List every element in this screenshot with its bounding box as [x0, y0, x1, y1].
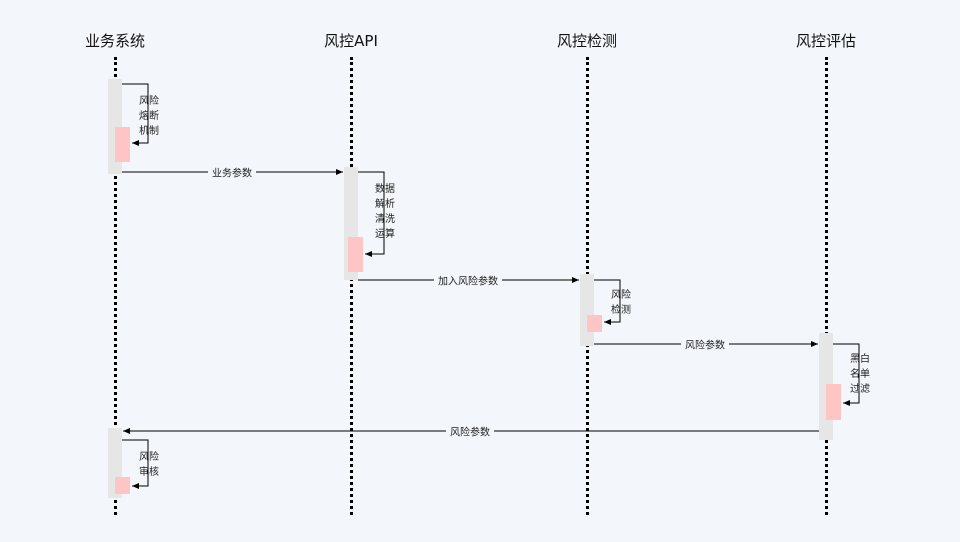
self-call-arrow	[122, 83, 149, 146]
participant-risk-api: 风控API	[324, 32, 378, 50]
message-label: 加入风险参数	[434, 272, 502, 288]
self-call-note: 风险 熔断 机制	[139, 96, 159, 137]
lifeline-risk-api	[350, 57, 353, 515]
self-call-note: 数据 解析 清洗 运算	[375, 184, 395, 240]
self-call-box	[826, 384, 841, 420]
self-call-note: 风险 检测	[611, 290, 631, 316]
participant-business-system: 业务系统	[84, 32, 146, 50]
self-call-arrow	[833, 343, 860, 406]
self-call-box	[348, 237, 363, 272]
message-label: 风险参数	[446, 423, 494, 439]
self-call-arrow	[122, 439, 149, 489]
self-call-box	[587, 315, 602, 332]
message-label: 风险参数	[681, 336, 729, 352]
lifeline-business-system	[114, 57, 117, 515]
self-call-box	[115, 127, 130, 162]
lifeline-risk-assessment	[825, 57, 828, 515]
self-call-arrow	[594, 279, 621, 325]
message-label: 业务参数	[208, 164, 256, 180]
self-call-note: 风险 审核	[139, 452, 159, 478]
self-call-box	[115, 477, 130, 494]
participant-risk-assessment: 风控评估	[795, 32, 857, 50]
self-call-note: 黑白 名单 过滤	[850, 354, 870, 395]
participant-risk-detection: 风控检测	[556, 32, 618, 50]
self-call-arrow	[358, 171, 385, 257]
